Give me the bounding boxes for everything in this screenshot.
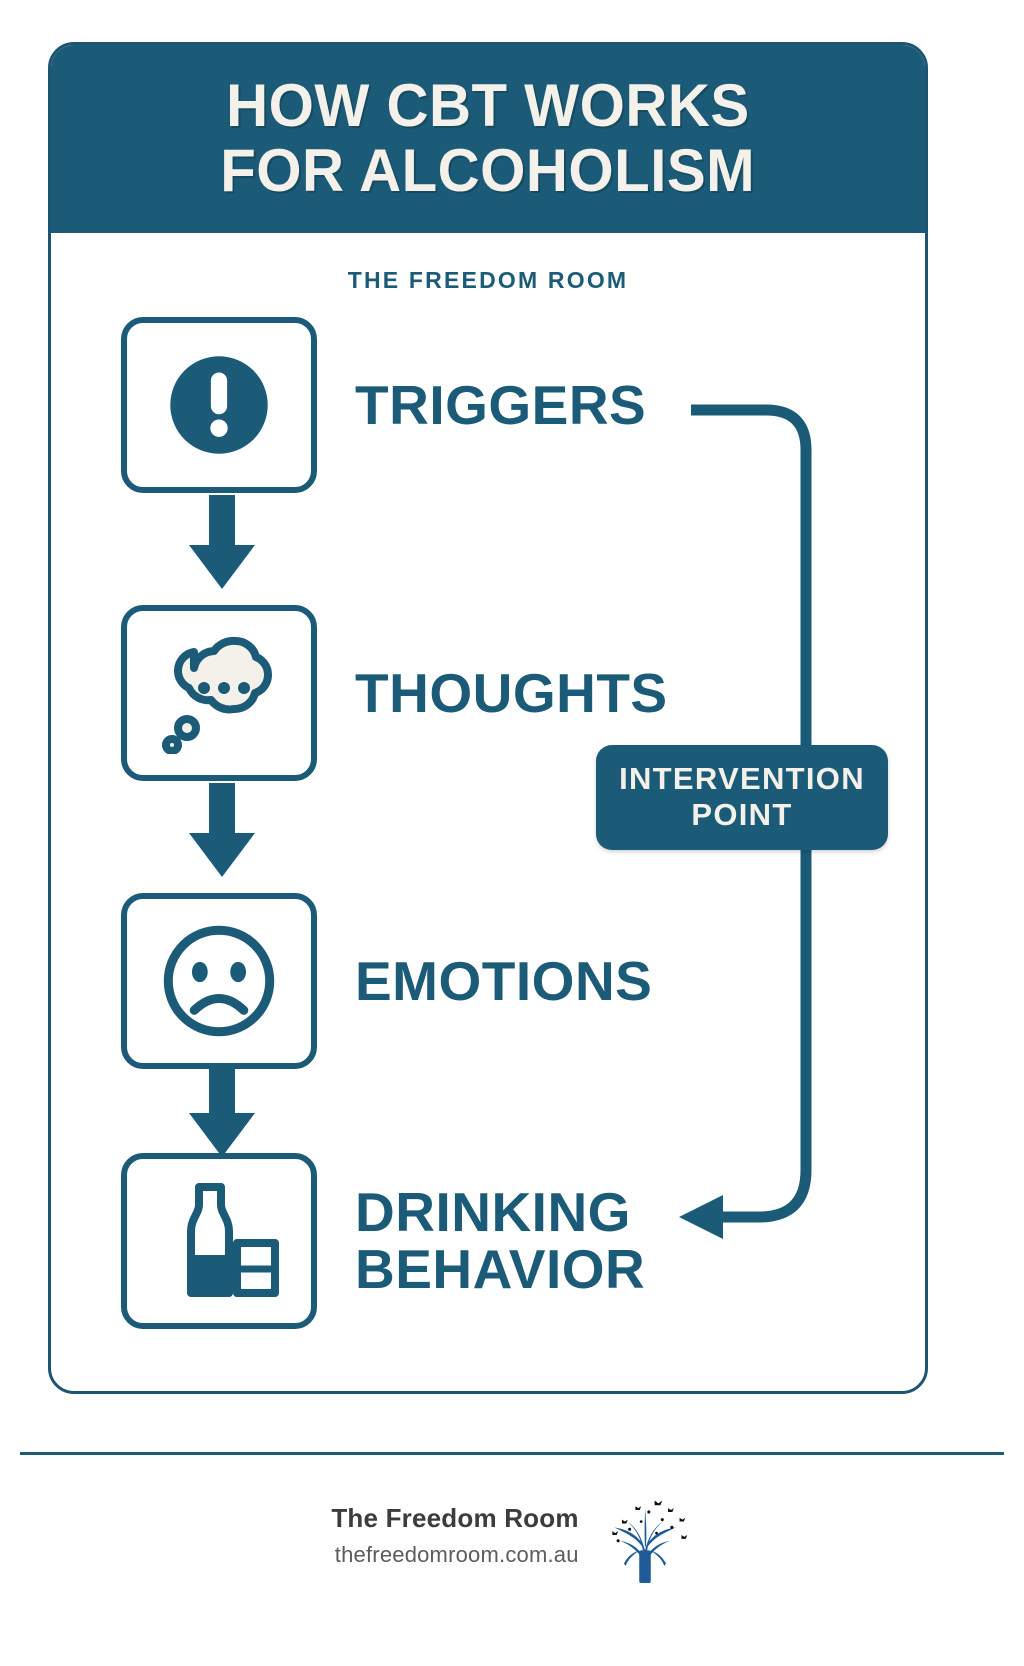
down-arrow-icon-2 bbox=[189, 783, 255, 877]
icon-box-emotions bbox=[121, 893, 317, 1069]
footer: The Freedom Room thefreedomroom.com.au bbox=[0, 1470, 1024, 1600]
loop-arrow-head bbox=[679, 1195, 723, 1239]
poster-header: HOW CBT WORKS FOR ALCOHOLISM bbox=[51, 45, 925, 233]
poster-title-line-1: HOW CBT WORKS bbox=[226, 72, 750, 140]
thought-bubble-icon bbox=[162, 636, 272, 754]
brand-subtitle: THE FREEDOM ROOM bbox=[347, 267, 629, 293]
footer-website-url[interactable]: thefreedomroom.com.au bbox=[334, 1541, 579, 1567]
down-arrow-icon-3 bbox=[189, 1063, 255, 1157]
icon-box-drinking-behavior bbox=[121, 1153, 317, 1329]
flow-step-emotions: EMOTIONS bbox=[121, 893, 652, 1069]
down-arrow-icon-1 bbox=[189, 495, 255, 589]
poster-title-line-2: FOR ALCOHOLISM bbox=[220, 137, 756, 204]
flow-step-triggers: TRIGGERS bbox=[121, 317, 646, 493]
intervention-point-badge: INTERVENTION POINT bbox=[596, 745, 888, 851]
flow-step-label-thoughts: THOUGHTS bbox=[355, 661, 668, 724]
tree-logo bbox=[612, 1500, 687, 1583]
flow-step-label-drinking-behavior: DRINKING BEHAVIOR bbox=[355, 1181, 646, 1300]
bottle-and-glass-icon bbox=[187, 1183, 279, 1297]
flow-step-thoughts: THOUGHTS bbox=[121, 605, 668, 781]
footer-brand-name: The Freedom Room bbox=[331, 1502, 579, 1533]
footer-divider bbox=[20, 1452, 1004, 1455]
icon-box-thoughts bbox=[121, 605, 317, 781]
infographic-card: HOW CBT WORKS FOR ALCOHOLISM THE FREEDOM… bbox=[48, 42, 928, 1394]
exclamation-circle-icon bbox=[170, 356, 268, 454]
flow-step-label-triggers: TRIGGERS bbox=[355, 373, 647, 436]
flow-step-drinking-behavior: DRINKING BEHAVIOR bbox=[121, 1153, 645, 1329]
sad-face-icon bbox=[163, 925, 275, 1037]
icon-box-triggers bbox=[121, 317, 317, 493]
flow-step-label-emotions: EMOTIONS bbox=[355, 949, 653, 1012]
footer-text-block: The Freedom Room thefreedomroom.com.au bbox=[331, 1503, 578, 1568]
